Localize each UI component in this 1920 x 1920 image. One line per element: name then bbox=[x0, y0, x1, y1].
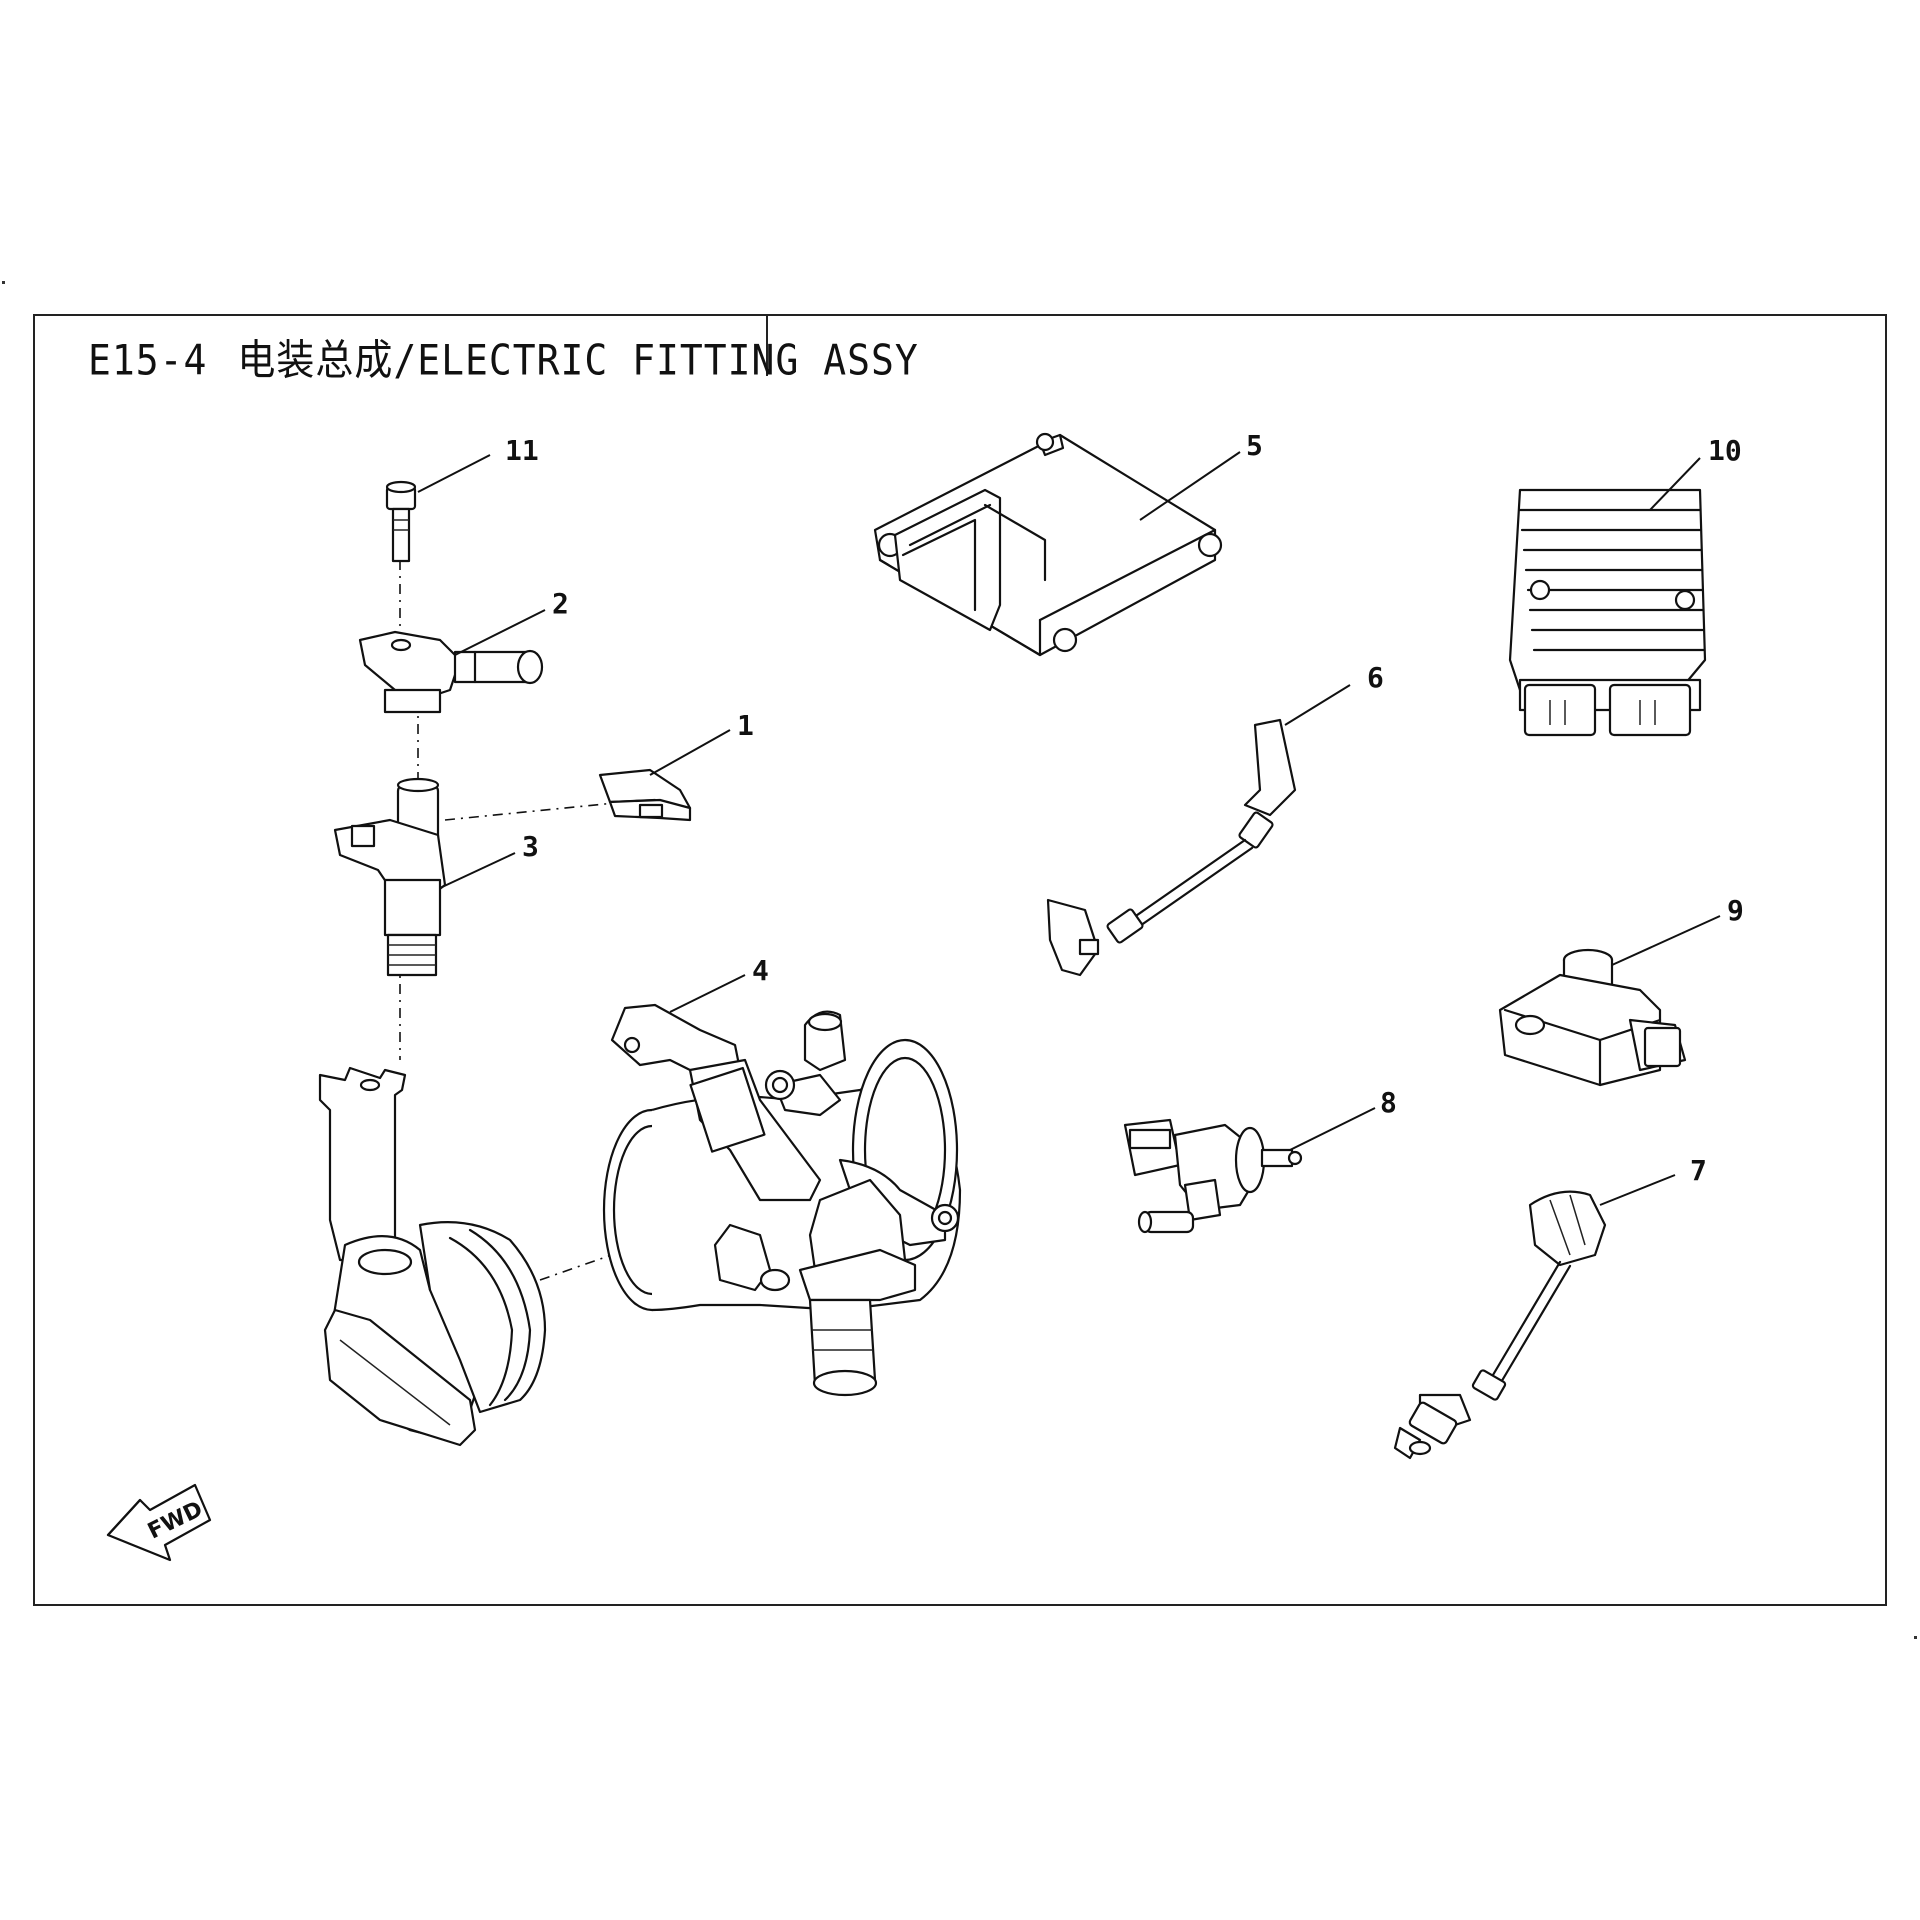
callout-6: 6 bbox=[1367, 661, 1384, 694]
callout-2: 2 bbox=[552, 587, 569, 620]
callout-11: 11 bbox=[505, 434, 539, 467]
drawing-frame bbox=[33, 314, 1887, 1606]
part-10-regulator bbox=[1508, 488, 1707, 737]
part-6-spark-plug-cap bbox=[1046, 718, 1297, 977]
callout-1: 1 bbox=[737, 709, 754, 742]
callout-leaders bbox=[417, 451, 1721, 1206]
leader-4 bbox=[669, 974, 746, 1013]
leader-3 bbox=[439, 852, 516, 889]
callout-numbers: 11 2 1 3 4 5 10 6 9 8 7 bbox=[505, 429, 1744, 1187]
leader-1 bbox=[649, 729, 731, 776]
part-11-bolt bbox=[385, 480, 417, 563]
leader-6 bbox=[1284, 684, 1351, 726]
part-3-injector bbox=[333, 777, 447, 977]
leader-7 bbox=[1599, 1174, 1676, 1206]
leader-8 bbox=[1289, 1107, 1376, 1151]
leader-2 bbox=[454, 609, 546, 656]
corner-mark bbox=[1914, 1636, 1917, 1639]
leader-5 bbox=[1139, 451, 1241, 521]
corner-mark bbox=[2, 281, 5, 284]
part-1-clip bbox=[598, 768, 692, 822]
diagram-title: 电装总成/ELECTRIC FITTING ASSY bbox=[237, 335, 919, 385]
part-2-injector-cap bbox=[358, 630, 544, 714]
part-8-pressure-regulator bbox=[1123, 1118, 1303, 1234]
callout-7: 7 bbox=[1690, 1154, 1707, 1187]
callout-9: 9 bbox=[1727, 894, 1744, 927]
callout-3: 3 bbox=[522, 830, 539, 863]
intake-manifold bbox=[318, 1066, 547, 1447]
callout-10: 10 bbox=[1708, 434, 1742, 467]
callout-5: 5 bbox=[1246, 429, 1263, 462]
fwd-arrow-icon: FWD bbox=[106, 1483, 212, 1562]
part-9-map-sensor bbox=[1498, 948, 1687, 1087]
leader-11 bbox=[417, 454, 491, 493]
page-title: E15-4 电装总成/ELECTRIC FITTING ASSY bbox=[88, 326, 919, 387]
title-block bbox=[33, 314, 768, 376]
callout-4: 4 bbox=[752, 954, 769, 987]
part-7-oxygen-sensor bbox=[1393, 1190, 1607, 1460]
leader-9 bbox=[1611, 915, 1721, 966]
diagram-code: E15-4 bbox=[88, 335, 208, 385]
leader-10 bbox=[1649, 457, 1701, 511]
part-4-throttle-body bbox=[602, 1003, 962, 1397]
callout-8: 8 bbox=[1380, 1086, 1397, 1119]
part-5-ecu bbox=[873, 432, 1223, 657]
